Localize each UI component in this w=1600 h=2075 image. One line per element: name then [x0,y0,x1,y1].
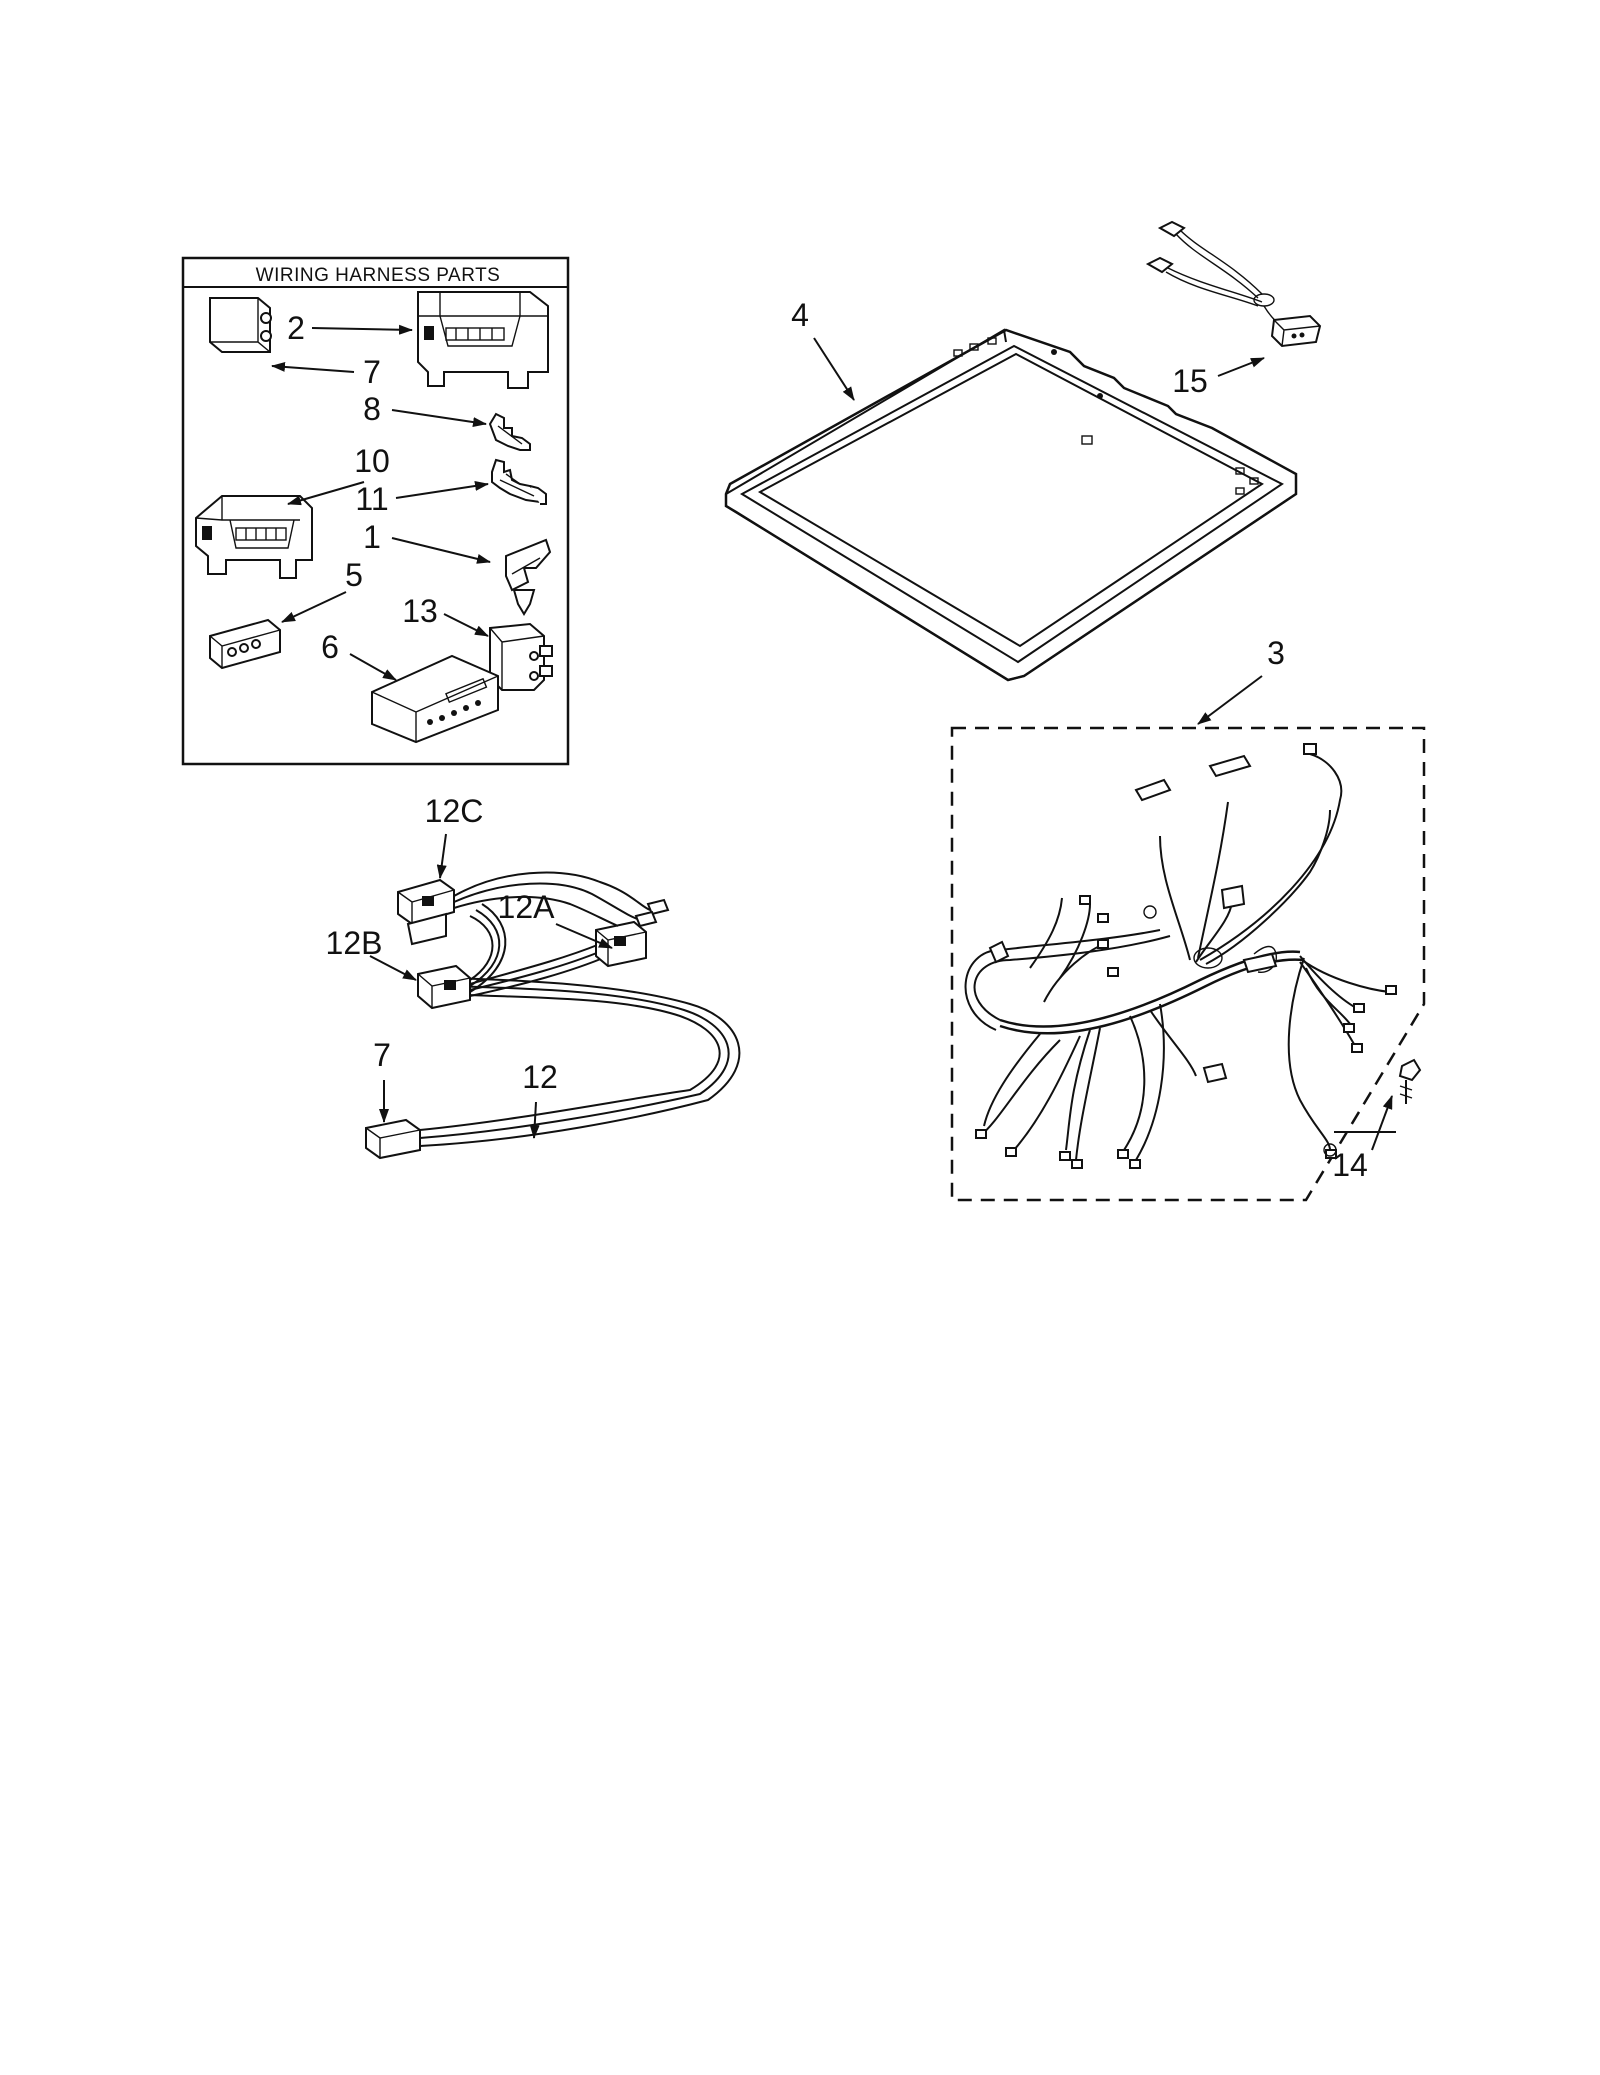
callout-6: 6 [321,629,339,665]
part-11-terminals [491,458,547,505]
part-10-housing [195,495,313,579]
part-15-small-harness [1145,220,1322,348]
part-8-terminal [488,412,531,451]
part-14-screw [1398,1058,1422,1104]
callout-3: 3 [1267,635,1285,671]
part-7-connector [209,297,272,353]
wiring-harness-parts-panel: WIRING HARNESS PARTS [181,256,570,766]
callout-15: 15 [1172,363,1208,399]
callout-1: 1 [363,519,381,555]
callout-13: 13 [402,593,438,629]
callout-14: 14 [1332,1147,1368,1183]
wiring-box-title: WIRING HARNESS PARTS [256,265,501,286]
part-6-block [371,654,499,744]
part-3-main-harness [964,743,1397,1169]
callout-12c: 12C [425,793,484,829]
part-12-harness [365,871,741,1160]
callout-12b: 12B [326,925,383,961]
callout-7-harness: 7 [373,1037,391,1073]
part-5-plug [209,618,281,670]
callout-8: 8 [363,391,381,427]
callout-7-box: 7 [363,354,381,390]
callout-12: 12 [522,1059,558,1095]
callout-10: 10 [354,443,390,479]
callout-2: 2 [287,310,305,346]
callout-11: 11 [355,481,388,517]
part-2-housing [417,291,549,389]
part-4-top-frame [724,328,1298,682]
callout-5: 5 [345,557,363,593]
callout-4: 4 [791,297,809,333]
callout-12a: 12A [498,889,556,925]
part-13-connector [489,622,553,691]
part-3-boundary [950,726,1426,1202]
part-1-clip [505,538,552,616]
